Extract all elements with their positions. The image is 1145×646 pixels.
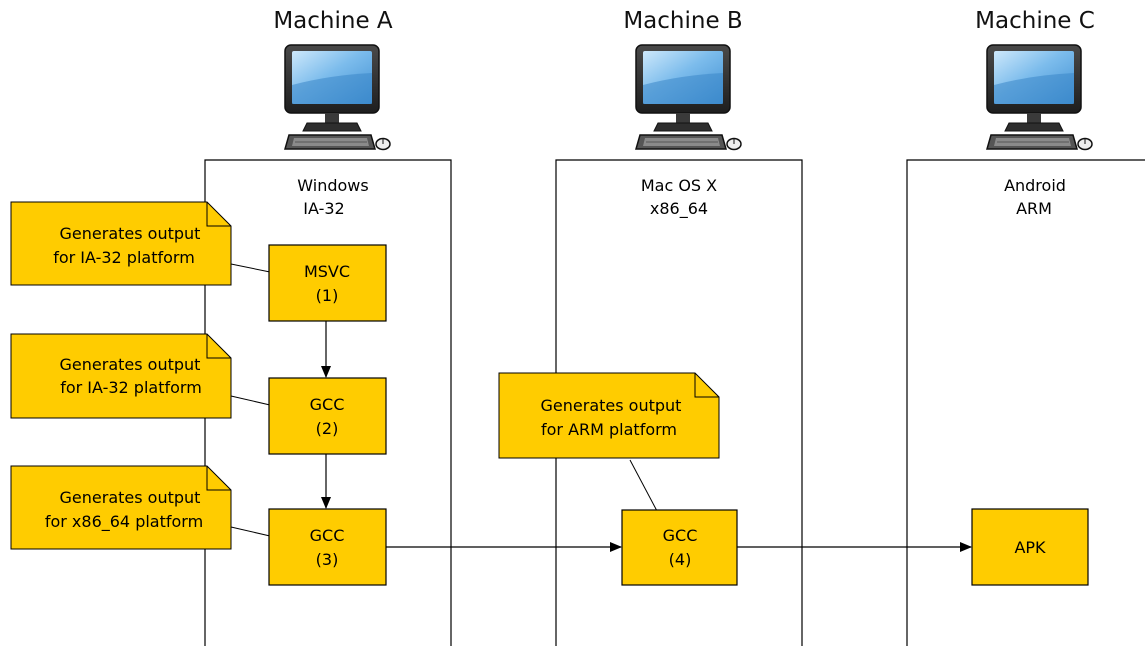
box-apk-label: APK	[1014, 538, 1046, 557]
note-3-line1: Generates output	[60, 488, 201, 507]
computer-b-icon	[635, 44, 742, 151]
box-apk: APK	[971, 508, 1089, 586]
note-4-line1: Generates output	[541, 396, 682, 415]
note-2-line2: for IA-32 platform	[60, 378, 202, 397]
lane-a-arch: IA-32	[303, 199, 344, 218]
machine-b-title: Machine B	[623, 8, 742, 34]
lane-b-arch: x86_64	[650, 199, 708, 219]
note-4-line2: for ARM platform	[541, 420, 677, 439]
machine-a-title: Machine A	[273, 8, 393, 34]
lane-a-os: Windows	[297, 176, 368, 195]
box-msvc-1: MSVC (1)	[268, 244, 387, 322]
note-1-line2: for IA-32 platform	[53, 248, 195, 267]
note2-connector	[230, 395, 271, 406]
box-gcc-3-label: GCC	[310, 526, 345, 545]
note4-connector	[629, 459, 658, 512]
box-gcc-2: GCC (2)	[268, 377, 387, 455]
note-3: Generates output for x86_64 platform	[10, 465, 232, 550]
machine-c-title: Machine C	[975, 8, 1095, 34]
lane-b-os: Mac OS X	[641, 176, 717, 195]
computer-c-icon	[986, 44, 1093, 151]
box-gcc-4-label: GCC	[663, 526, 698, 545]
lane-c-arch: ARM	[1016, 199, 1052, 218]
box-gcc-3-index: (3)	[316, 550, 339, 569]
box-gcc-4-index: (4)	[669, 550, 692, 569]
note-1-line1: Generates output	[60, 224, 201, 243]
box-msvc-1-index: (1)	[316, 286, 339, 305]
note-2-line1: Generates output	[60, 355, 201, 374]
lane-c	[906, 159, 1145, 646]
note-4: Generates output for ARM platform	[498, 372, 720, 459]
box-msvc-1-label: MSVC	[304, 262, 350, 281]
lane-c-os: Android	[1004, 176, 1066, 195]
box-gcc-2-index: (2)	[316, 419, 339, 438]
box-gcc-4: GCC (4)	[621, 509, 738, 586]
note-2: Generates output for IA-32 platform	[10, 333, 232, 419]
computer-a-icon	[284, 44, 391, 151]
note1-connector	[230, 263, 271, 273]
box-gcc-2-label: GCC	[310, 395, 345, 414]
note3-connector	[230, 526, 271, 537]
box-gcc-3: GCC (3)	[268, 508, 387, 586]
note-1: Generates output for IA-32 platform	[10, 201, 232, 286]
note-3-line2: for x86_64 platform	[45, 512, 203, 532]
